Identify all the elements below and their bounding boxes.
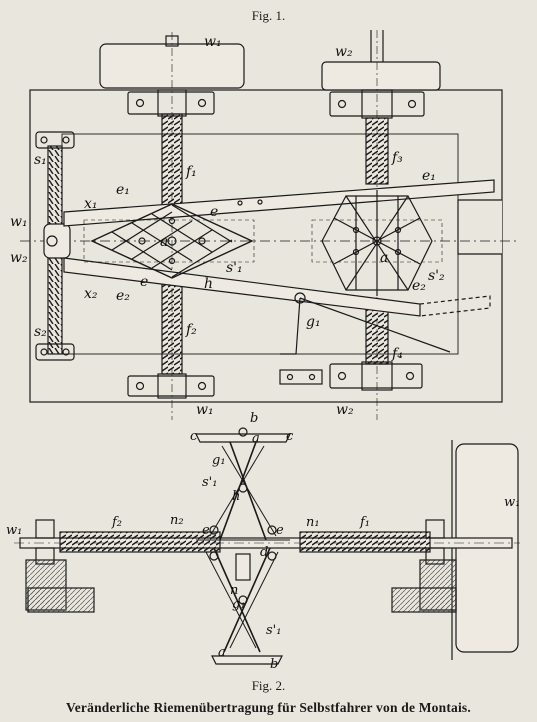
label-x2: x₂ — [84, 286, 98, 302]
label-w2-bottom: w₂ — [336, 402, 354, 418]
label2-s1-top: s'₁ — [202, 475, 217, 490]
label2-c-left: c — [190, 429, 198, 444]
label-e2-right: e₂ — [412, 278, 426, 294]
label-s2: s₂ — [34, 324, 47, 340]
label2-w1-right: w₁ — [504, 495, 520, 510]
label2-g1-low: g₁ — [232, 597, 246, 612]
label-e-small: e — [210, 204, 218, 220]
figure-1-title: Fig. 1. — [251, 8, 286, 23]
label2-g1: g₁ — [212, 453, 226, 468]
label-w1-small: w₁ — [10, 214, 28, 230]
label-e1-left: e₁ — [116, 182, 130, 198]
label-a-right: a — [380, 250, 388, 266]
label-w1-bottom: w₁ — [196, 402, 214, 418]
label2-b-bottom: b — [270, 657, 278, 672]
label2-n: n — [230, 583, 238, 598]
label-f2: f₂ — [185, 322, 197, 338]
figure-2-title: Fig. 2. — [251, 678, 286, 693]
label-a-left: a — [160, 234, 168, 250]
label2-h: h — [232, 489, 240, 504]
plate-caption: Veränderliche Riemenübertragung für Selb… — [66, 700, 471, 715]
label-s1: s₁ — [34, 152, 47, 168]
label-f4: f₄ — [391, 346, 403, 362]
label2-e-right: e — [276, 523, 284, 538]
label2-d: d — [260, 545, 268, 560]
label-h: h — [204, 276, 213, 292]
label2-n1: n₁ — [306, 515, 320, 530]
label2-b-top: b — [250, 411, 258, 426]
label2-s1-low: s'₁ — [266, 623, 281, 638]
label-e-right: e — [140, 274, 148, 290]
label-g1: g₁ — [306, 314, 321, 330]
label-w2-top: w₂ — [335, 44, 353, 60]
label2-a-bottom: a — [218, 645, 226, 660]
label2-f1: f₁ — [359, 515, 370, 530]
label-w2-small: w₂ — [10, 250, 28, 266]
fig1-frame — [29, 89, 503, 403]
lattice-right — [311, 190, 443, 296]
label2-c-right: c — [286, 429, 294, 444]
label-e2-left: e₂ — [116, 288, 130, 304]
lattice-left — [83, 203, 255, 279]
fig2-drawing — [14, 427, 520, 665]
label2-w1-left: w₁ — [6, 523, 22, 538]
label-x1: x₁ — [84, 196, 98, 212]
label2-n2: n₂ — [170, 513, 184, 528]
label-s2-mid: s'₂ — [428, 268, 445, 284]
label-w1-top: w₁ — [204, 34, 222, 50]
wheel-w2-top — [321, 61, 441, 91]
scissor-links — [196, 441, 290, 653]
label2-e-left: e — [202, 523, 210, 538]
label2-a-top: a — [252, 431, 260, 446]
label-f1: f₁ — [185, 164, 197, 180]
fig1-drawing — [20, 30, 520, 420]
label2-f2: f₂ — [111, 515, 122, 530]
label-s1-mid: s'₁ — [226, 260, 243, 276]
label-f3: f₃ — [391, 150, 403, 166]
label-e1-right: e₁ — [422, 168, 436, 184]
